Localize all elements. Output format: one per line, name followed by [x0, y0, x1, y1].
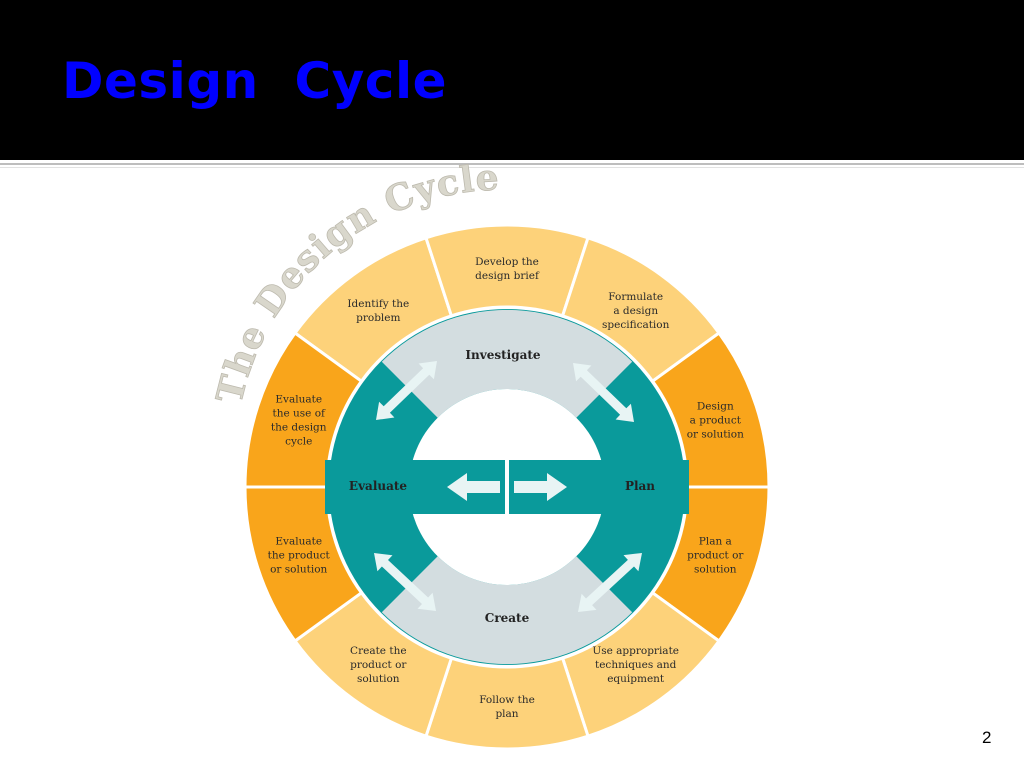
- segment-label-create: Use appropriate techniques and equipment: [592, 645, 679, 685]
- segment-label-line: Identify the: [347, 298, 409, 310]
- segment-label-evaluate: Evaluate the product or solution: [268, 536, 331, 576]
- title-bar: Design Cycle: [0, 0, 1024, 160]
- segment-label-create: Create the product or solution: [350, 645, 407, 685]
- arrow-create-evaluate: [374, 553, 436, 611]
- segment-label-plan: Plan a product or solution: [687, 536, 744, 576]
- segment-label-line: the use of: [272, 407, 326, 419]
- segment-evaluate: [243, 330, 364, 489]
- segment-label-line: Create the: [350, 645, 407, 657]
- segment-label-create: Follow the plan: [479, 694, 535, 720]
- phase-label-evaluate: Evaluate: [349, 479, 407, 493]
- segment-label-line: product or: [687, 550, 744, 562]
- arrow-plan-create: [578, 553, 642, 612]
- outer-ring: [243, 223, 771, 751]
- segment-label-line: Plan a: [699, 536, 732, 548]
- segment-label-line: solution: [694, 564, 737, 576]
- arrow-center-right: [514, 473, 567, 501]
- segment-label-investigate: Formulate a design specification: [602, 291, 670, 331]
- segment-label-line: Develop the: [475, 256, 539, 268]
- title-divider-light: [0, 167, 1024, 168]
- arrow-center-left: [447, 473, 500, 501]
- title-divider: [0, 163, 1024, 165]
- center-bar-divider: [505, 460, 509, 514]
- segment-label-line: plan: [495, 708, 518, 720]
- segment-label-line: a product: [690, 414, 742, 426]
- segment-label-line: or solution: [270, 564, 327, 576]
- investigate-band: [381, 309, 633, 418]
- arrow-investigate-plan: [573, 363, 634, 422]
- create-band: [381, 556, 633, 665]
- segment-label-plan: Design a product or solution: [687, 400, 744, 440]
- segment-label-line: the design: [271, 421, 327, 433]
- segment-label-line: Evaluate: [275, 393, 322, 405]
- segment-label-line: design brief: [475, 270, 540, 282]
- segment-label-line: or solution: [687, 428, 744, 440]
- segment-label-line: Follow the: [479, 694, 535, 706]
- segment-label-line: a design: [613, 305, 658, 317]
- segment-label-evaluate: Evaluate the use of the design cycle: [271, 393, 327, 447]
- segment-label-line: specification: [602, 319, 670, 331]
- segment-label-line: equipment: [607, 673, 665, 685]
- segment-label-investigate: Identify the problem: [347, 298, 409, 324]
- segment-label-line: cycle: [285, 435, 312, 447]
- segment-label-line: problem: [356, 312, 400, 324]
- segment-label-line: Design: [697, 400, 734, 412]
- segment-label-line: product or: [350, 659, 407, 671]
- segment-label-line: the product: [268, 550, 331, 562]
- segment-label-investigate: Develop the design brief: [475, 256, 540, 282]
- phase-label-investigate: Investigate: [465, 348, 541, 362]
- segment-label-line: Evaluate: [275, 536, 322, 548]
- segment-label-line: Formulate: [608, 291, 663, 303]
- phase-ring: [325, 309, 689, 665]
- arrow-evaluate-investigate: [376, 361, 437, 420]
- phase-label-plan: Plan: [625, 479, 655, 493]
- segment-label-line: techniques and: [595, 659, 677, 671]
- cycle-arrows: [374, 361, 642, 612]
- phase-label-create: Create: [485, 611, 530, 625]
- slide-number: 2: [982, 728, 992, 747]
- segment-labels: Identify the problem Develop the design bri…: [268, 256, 745, 720]
- slide-title: Design Cycle: [62, 52, 447, 110]
- segment-label-line: solution: [357, 673, 400, 685]
- segment-label-line: Use appropriate: [592, 645, 679, 657]
